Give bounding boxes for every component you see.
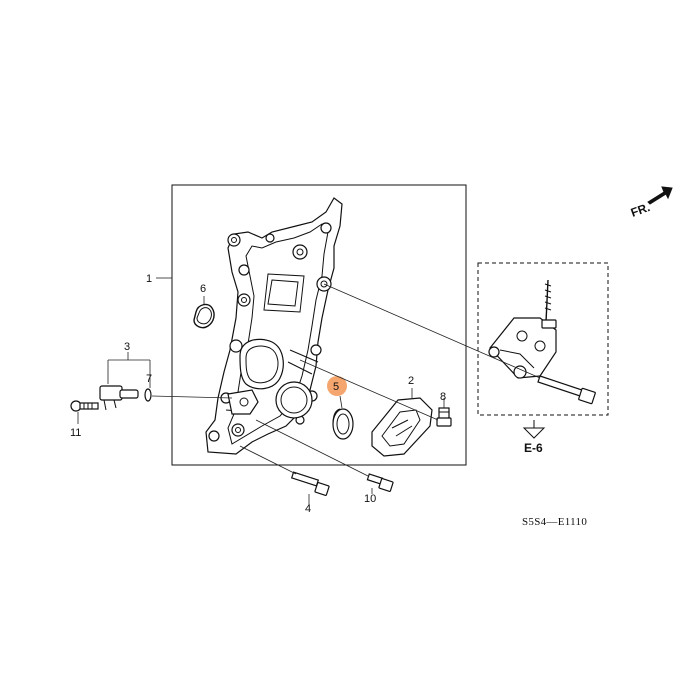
callout-6: 6 [200,283,206,295]
gasket-6 [193,303,215,329]
callout-5: 5 [333,381,339,393]
callout-2: 2 [408,375,414,387]
callout-1: 1 [146,273,152,285]
highlight-marker [327,376,347,396]
callout-4: 4 [305,503,311,515]
direction-label: FR. [629,200,652,220]
chain-case-cover [205,197,343,455]
cover-plate-2 [371,397,433,457]
detail-box [477,262,609,416]
callout-8: 8 [440,391,446,403]
oil-seal-5 [332,408,354,440]
diagram-code: S5S4—E1110 [522,516,587,528]
callout-7: 7 [146,373,152,385]
reference-label: E-6 [524,441,543,455]
sensor-3 [99,385,139,411]
assembly-box [171,184,467,466]
bolt-11 [70,400,99,412]
mount-long-bolt [537,375,596,405]
o-ring-7 [144,388,152,402]
stud-bolt [541,279,557,329]
bolt-8 [436,407,452,427]
bolt-10 [366,473,394,492]
reference-arrow [522,420,546,439]
callout-10: 10 [364,493,376,505]
callout-3: 3 [124,341,130,353]
callout-11: 11 [70,427,81,439]
front-direction-arrow: FR. [629,186,673,220]
bolt-4 [290,471,330,496]
